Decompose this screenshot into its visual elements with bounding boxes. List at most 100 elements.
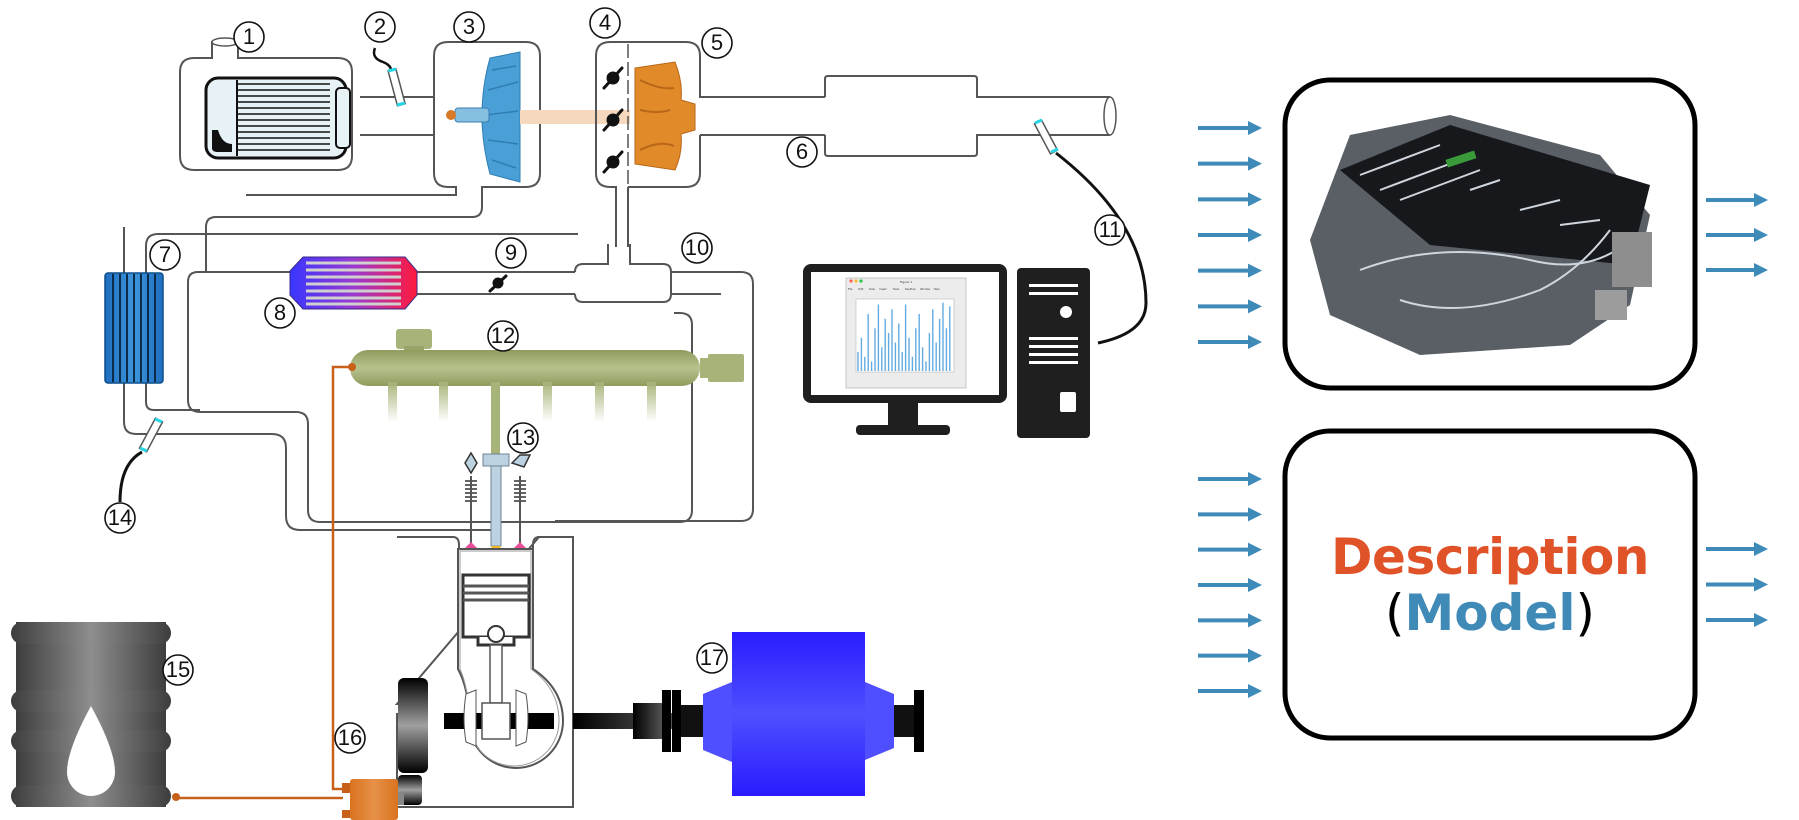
engine-block <box>394 536 673 808</box>
model-title: Description <box>1331 527 1649 586</box>
svg-text:12: 12 <box>491 323 515 348</box>
svg-text:14: 14 <box>108 505 132 530</box>
turbo-shaft <box>520 110 630 124</box>
svg-text:17: 17 <box>700 645 724 670</box>
fuel-tank <box>11 622 180 807</box>
close-paren: ) <box>1575 583 1595 642</box>
figure-menu-item: View <box>869 287 876 291</box>
model-box <box>1282 428 1698 741</box>
figure-menu-item: Window <box>920 287 931 291</box>
figure-plot-lines <box>857 302 951 371</box>
figure-menu-item: Tools <box>893 287 900 291</box>
model-output-arrow-2 <box>1706 577 1768 592</box>
model-input-arrow-5 <box>1198 613 1262 628</box>
svg-text:13: 13 <box>511 425 535 450</box>
engine-output-arrow-1 <box>1706 193 1768 207</box>
model-input-arrow-1 <box>1198 472 1262 486</box>
engine-input-arrow-7 <box>1198 335 1262 349</box>
model-output-arrows <box>1706 542 1768 627</box>
wastegate-valves <box>602 66 624 174</box>
engine-output-arrows <box>1706 193 1768 277</box>
svg-text:7: 7 <box>159 242 171 267</box>
dynamometer <box>633 632 924 796</box>
svg-text:4: 4 <box>599 10 611 35</box>
svg-text:3: 3 <box>463 14 475 39</box>
figure-menu-item: Edit <box>858 287 863 291</box>
label-intercooler: 7 <box>149 239 181 271</box>
fuel-pump <box>342 779 404 820</box>
model-input-arrows <box>1198 472 1262 698</box>
label-intake-sensor: 14 <box>104 502 136 534</box>
svg-text:2: 2 <box>374 14 386 39</box>
egr-cooler <box>187 244 754 523</box>
svg-text:5: 5 <box>711 30 723 55</box>
engine-output-arrow-2 <box>1706 228 1768 242</box>
label-common-rail: 12 <box>487 320 519 352</box>
engine-output-arrow-3 <box>1706 263 1768 277</box>
model-input-arrow-4 <box>1198 578 1262 592</box>
exhaust-sensor <box>1033 118 1148 345</box>
open-paren: ( <box>1385 583 1405 642</box>
label-data-acquisition: 11 <box>1094 214 1126 246</box>
model-box-text: Description (Model) <box>1285 431 1695 738</box>
svg-text:16: 16 <box>338 725 362 750</box>
model-input-arrow-2 <box>1198 507 1262 522</box>
exhaust-muffler <box>824 75 1117 157</box>
computer-tower <box>1017 268 1090 438</box>
air-filter <box>179 37 353 171</box>
turbine <box>595 41 825 247</box>
model-subtitle: Model <box>1404 583 1576 642</box>
figure-menu-item: Insert <box>879 287 886 291</box>
air-sensor <box>372 47 407 107</box>
label-dynamometer: 17 <box>696 642 728 674</box>
label-fuel-pump: 16 <box>334 722 366 754</box>
svg-text:1: 1 <box>243 24 255 49</box>
label-egr-cooler: 8 <box>264 297 296 329</box>
svg-text:8: 8 <box>274 300 286 325</box>
injector <box>482 453 510 560</box>
compressor <box>205 41 541 272</box>
model-input-arrow-3 <box>1198 542 1262 557</box>
intake-sensor <box>118 417 164 503</box>
label-intake-manifold: 10 <box>681 232 713 264</box>
label-air-filter: 1 <box>233 21 265 53</box>
engine-input-arrows <box>1198 121 1262 349</box>
svg-text:10: 10 <box>685 235 709 260</box>
label-egr-valve: 9 <box>495 237 527 269</box>
model-input-arrow-7 <box>1198 684 1262 698</box>
figure-menu-item: Help <box>934 287 940 291</box>
label-compressor: 3 <box>453 11 485 43</box>
svg-text:9: 9 <box>505 240 517 265</box>
svg-text:11: 11 <box>1099 217 1122 242</box>
figure-menu-item: Desktop <box>905 287 916 291</box>
label-fuel-tank: 15 <box>162 654 194 686</box>
engine-input-arrow-4 <box>1198 228 1262 242</box>
svg-text:15: 15 <box>166 657 190 682</box>
engine-photo <box>1310 115 1652 355</box>
svg-text:6: 6 <box>796 139 808 164</box>
fuel-drop-icon <box>67 706 115 796</box>
label-turbine: 5 <box>701 27 733 59</box>
label-exhaust: 6 <box>786 136 818 168</box>
figure-title: Figure 1 <box>900 280 912 284</box>
engine-input-arrow-3 <box>1198 192 1262 207</box>
egr-valve <box>488 274 508 293</box>
engine-photo-box <box>1282 77 1698 391</box>
label-air-sensor: 2 <box>364 11 396 43</box>
model-subtitle-line: (Model) <box>1385 585 1595 641</box>
intercooler <box>104 227 578 531</box>
engine-input-arrow-2 <box>1198 156 1262 171</box>
engine-input-arrow-1 <box>1198 121 1262 135</box>
fuel-line <box>178 365 349 800</box>
figure-menu-item: File <box>848 287 853 291</box>
model-output-arrow-1 <box>1706 542 1768 556</box>
model-output-arrow-3 <box>1706 613 1768 627</box>
engine-input-arrow-6 <box>1198 299 1262 314</box>
common-rail <box>350 329 744 454</box>
label-injector: 13 <box>507 422 539 454</box>
